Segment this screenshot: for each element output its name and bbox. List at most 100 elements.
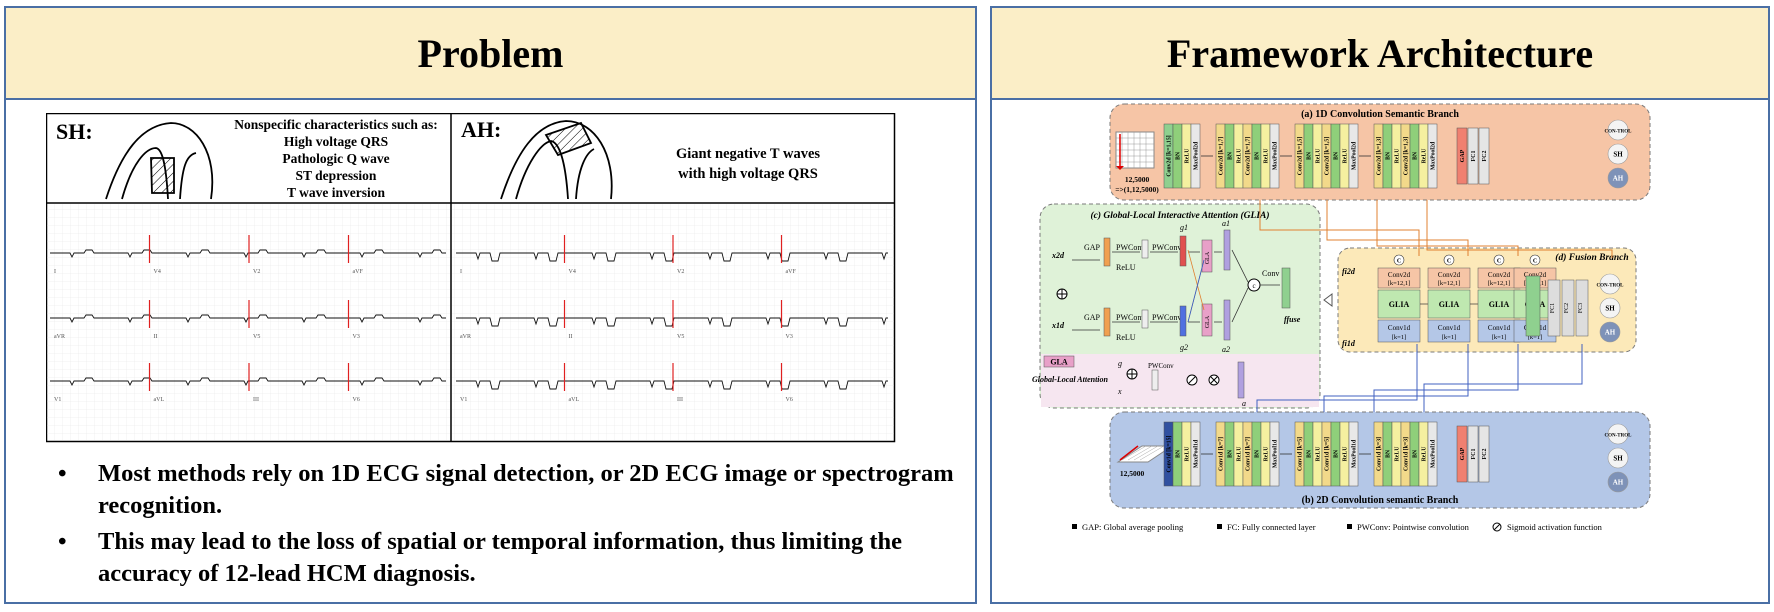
problem-panel: Problem SH: Nonspecific characteristics … xyxy=(4,6,977,604)
layer-label: Conv2d [k=1,7] xyxy=(1246,137,1252,175)
layer-block xyxy=(1190,123,1201,189)
legend: GAP: Global average pooling FC: Fully co… xyxy=(1072,522,1603,532)
branch-1d-title: (a) 1D Convolution Semantic Branch xyxy=(1301,109,1459,120)
concat-label: C xyxy=(1397,259,1401,265)
fusion-conv1d-label: Conv1d xyxy=(1488,324,1511,332)
svg-text:a1: a1 xyxy=(1222,219,1230,228)
layer-label: BN xyxy=(1255,449,1261,458)
layer-label: Conv1d [k=3] xyxy=(1377,437,1383,471)
head-block xyxy=(1467,127,1479,185)
branch-1d-input-label: 12,5000 xyxy=(1125,175,1150,184)
concat-icon xyxy=(1393,254,1405,266)
output-label: AH xyxy=(1605,329,1616,337)
output-node xyxy=(1607,423,1629,445)
output-node xyxy=(1599,273,1621,295)
layer-label: BN xyxy=(1176,449,1182,458)
fusion-conv1d-block xyxy=(1377,319,1421,343)
fusion-glia-label: GLIA xyxy=(1389,300,1410,309)
concat-label: C xyxy=(1447,259,1451,265)
head-block xyxy=(1456,425,1468,483)
output-label: AH xyxy=(1613,175,1624,183)
bullet-item: Most methods rely on 1D ECG signal detec… xyxy=(56,458,956,522)
layer-label: Conv1d [k=7] xyxy=(1246,437,1252,471)
output-label: AH xyxy=(1613,479,1624,487)
layer-label: ReLU xyxy=(1343,446,1349,462)
head-label: FC2 xyxy=(1482,449,1488,460)
svg-text:x1d: x1d xyxy=(1051,321,1065,330)
branch-2d-input-label: 12,5000 xyxy=(1120,469,1145,478)
head-label: FC1 xyxy=(1471,449,1477,460)
fusion-glia-block xyxy=(1477,289,1521,319)
output-label: SH xyxy=(1605,305,1615,313)
ecg-lead-label: aVR xyxy=(460,334,471,340)
architecture-diagram: (a) 1D Convolution Semantic Branch (b) 2… xyxy=(1032,103,1651,532)
ah-label: AH: xyxy=(461,117,501,142)
gla-title-line: Global-Local Attention xyxy=(1032,375,1108,384)
layer-label: Conv1d [k=5] xyxy=(1298,437,1304,471)
svg-text:g2: g2 xyxy=(1180,343,1188,352)
ecg-lead-label: II xyxy=(569,334,573,340)
svg-text:GAP: GAP xyxy=(1084,243,1101,252)
connector-lines xyxy=(1256,200,1613,412)
head-label: GAP xyxy=(1460,447,1466,460)
layer-label: Conv2d [k=1,5] xyxy=(1325,137,1331,175)
legend-gap: GAP: Global average pooling xyxy=(1082,522,1184,532)
layer-label: ReLU xyxy=(1237,446,1243,462)
fusion-conv1d-label: Conv1d xyxy=(1438,324,1461,332)
layer-label: ReLU xyxy=(1316,148,1322,164)
layer-label: MaxPool2d xyxy=(1431,141,1437,170)
head-label: GAP xyxy=(1460,149,1466,162)
layer-label: MaxPool1d xyxy=(1273,439,1279,468)
output-node xyxy=(1607,167,1629,189)
framework-title: Framework Architecture xyxy=(992,8,1768,100)
svg-text:FC2: FC2 xyxy=(1564,303,1570,313)
ecg-lead-label: V6 xyxy=(786,397,793,403)
svg-text:FC3: FC3 xyxy=(1578,303,1584,313)
concat-icon xyxy=(1493,254,1505,266)
layer-label: ReLU xyxy=(1422,446,1428,462)
fusion-conv2d-kernel: [k=12,1] xyxy=(1388,280,1411,287)
fusion-head: FC1 FC2 FC3 xyxy=(1525,275,1589,337)
output-node xyxy=(1607,119,1629,141)
ecg-lead-label: V2 xyxy=(253,269,260,275)
ecg-lead-label: V3 xyxy=(786,334,793,340)
svg-text:T wave inversion: T wave inversion xyxy=(287,185,385,200)
fusion-columns: CConv2d[k=12,1]GLIAConv1d[k=1]CConv2d[k=… xyxy=(1377,254,1557,343)
fusion-conv2d-label: Conv2d xyxy=(1438,271,1461,279)
fusion-conv2d-block xyxy=(1427,267,1471,289)
layer-label: MaxPool1d xyxy=(1352,439,1358,468)
fusion-conv2d-kernel: [k=12,1] xyxy=(1488,280,1511,287)
layer-label: Conv1d [k=7] xyxy=(1219,437,1225,471)
layer-block xyxy=(1190,421,1201,487)
layer-label: Conv1d [k=3] xyxy=(1404,437,1410,471)
svg-text:ReLU: ReLU xyxy=(1116,333,1136,342)
ecg-lead-label: V1 xyxy=(54,397,61,403)
fusion-conv2d-block xyxy=(1377,267,1421,289)
layer-block xyxy=(1427,123,1438,189)
layer-block xyxy=(1348,421,1359,487)
glia-detail: x2d x1d GAP GAP PWConv ReLU PWConv ReLU … xyxy=(1032,219,1301,408)
layer-block xyxy=(1269,421,1280,487)
layer-label: ReLU xyxy=(1343,148,1349,164)
concat-label: C xyxy=(1533,259,1537,265)
ecg-lead-label: V4 xyxy=(154,269,161,275)
fusion-conv1d-block xyxy=(1427,319,1471,343)
fusion-conv2d-label: Conv2d xyxy=(1388,271,1411,279)
ecg-lead-label: III xyxy=(677,397,683,403)
svg-text:Giant negative T waves: Giant negative T waves xyxy=(676,146,820,162)
concat-icon xyxy=(1529,254,1541,266)
layer-label: ReLU xyxy=(1237,148,1243,164)
layer-label: BN xyxy=(1228,151,1234,160)
sh-label: SH: xyxy=(56,119,93,144)
problem-bullets: Most methods rely on 1D ECG signal detec… xyxy=(56,458,956,594)
branch-1d-input-dims: =>(1,12,5000) xyxy=(1115,185,1159,194)
layer-label: Conv2d [k=1,15] xyxy=(1167,135,1173,176)
layer-label: BN xyxy=(1386,449,1392,458)
ecg-lead-label: V5 xyxy=(253,334,260,340)
layer-label: ReLU xyxy=(1185,446,1191,462)
ecg-input-2d-icon xyxy=(1116,445,1174,463)
svg-text:c: c xyxy=(1252,282,1255,290)
problem-title: Problem xyxy=(6,8,975,100)
